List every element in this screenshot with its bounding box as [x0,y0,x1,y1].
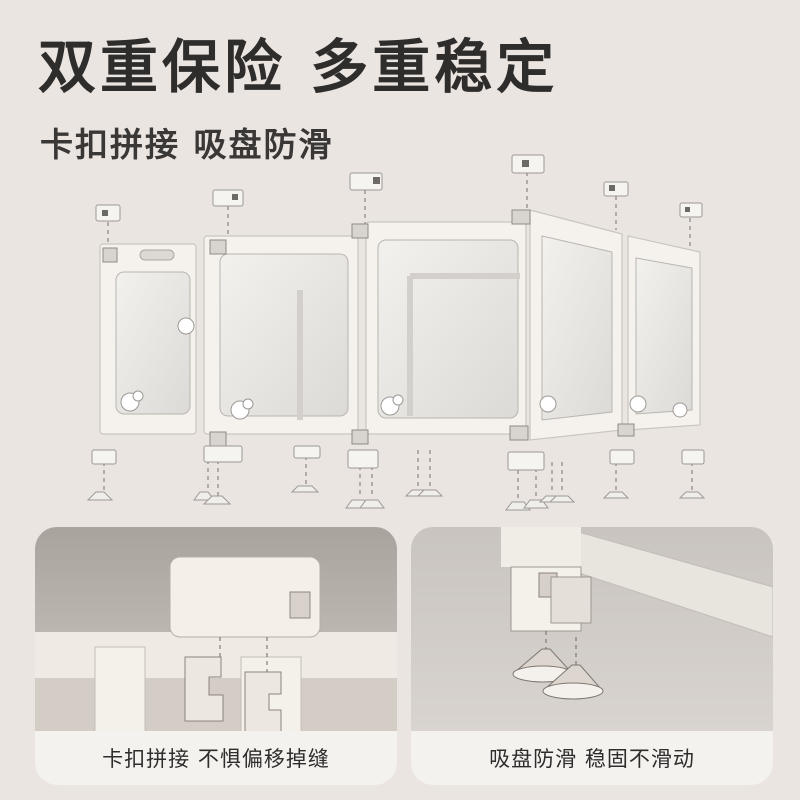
suction-cup-detail-panel: 吸盘防滑 稳固不滑动 [411,527,773,785]
page-headline: 双重保险 多重稳定 [38,33,559,101]
snap-joint-detail-panel: 卡扣拼接 不惧偏移掉缝 [35,527,397,785]
snap-joint-caption: 卡扣拼接 不惧偏移掉缝 [35,731,397,785]
suction-cup-caption: 吸盘防滑 稳固不滑动 [411,731,773,785]
suction-cup-illustration [501,527,773,700]
page-subheadline: 卡扣拼接 吸盘防滑 [40,125,334,164]
